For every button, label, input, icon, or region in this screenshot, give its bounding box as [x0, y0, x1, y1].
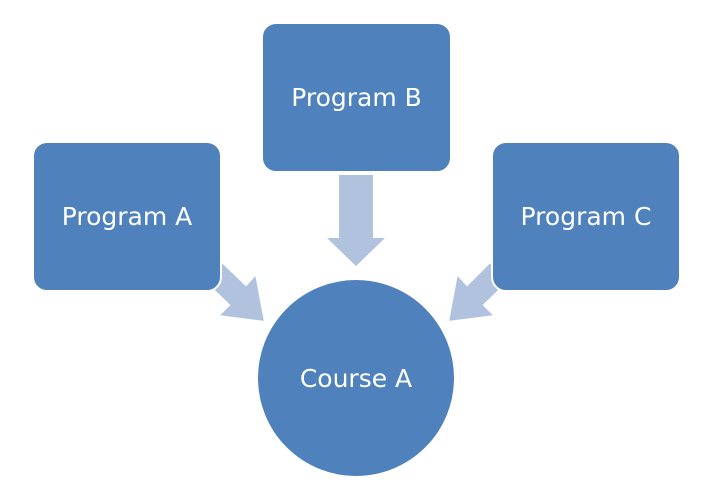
arrow-program-b-to-course	[327, 175, 385, 266]
node-program-c	[491, 141, 681, 292]
node-course-a	[256, 278, 456, 478]
node-program-b	[261, 22, 452, 173]
node-program-a	[32, 141, 222, 292]
